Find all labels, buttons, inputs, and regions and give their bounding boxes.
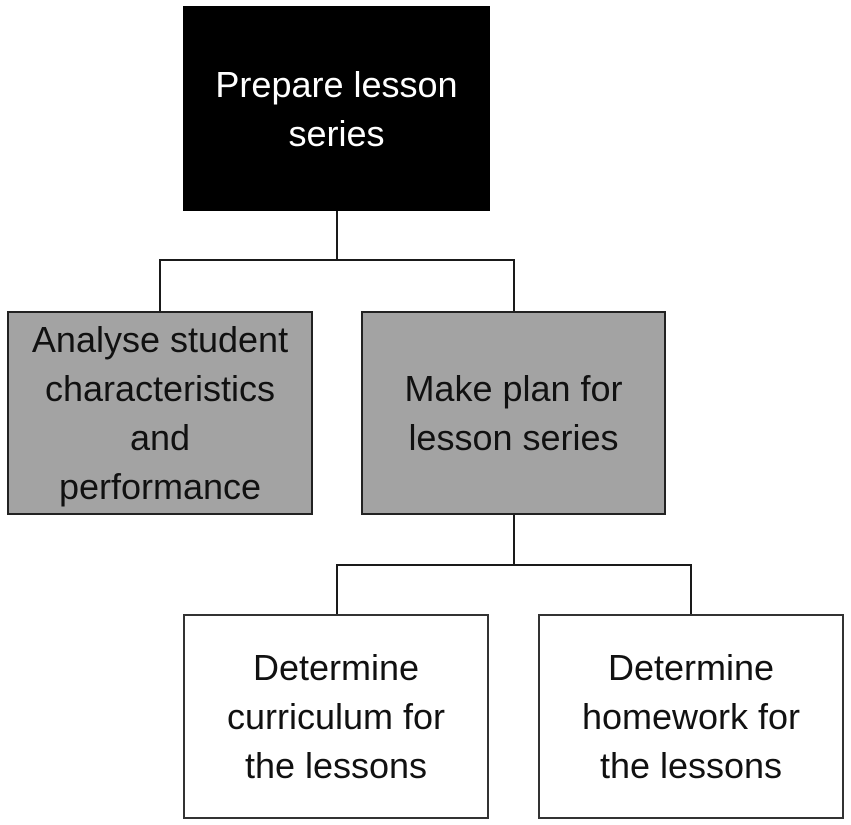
node-make-plan-for-lesson-series-label: Make plan for lesson series [404,368,623,458]
node-analyse-student-characteristics-label: Analyse student characteristics and perf… [31,319,289,507]
node-determine-homework-label: Determine homework for the lessons [581,647,801,786]
node-prepare-lesson-series: Prepare lesson series [183,6,490,211]
node-determine-curriculum-label: Determine curriculum for the lessons [226,647,446,786]
node-make-plan-for-lesson-series: Make plan for lesson series [361,311,666,515]
node-prepare-lesson-series-label: Prepare lesson series [215,63,458,154]
node-determine-homework: Determine homework for the lessons [538,614,844,819]
node-determine-curriculum: Determine curriculum for the lessons [183,614,489,819]
node-analyse-student-characteristics: Analyse student characteristics and perf… [7,311,313,515]
